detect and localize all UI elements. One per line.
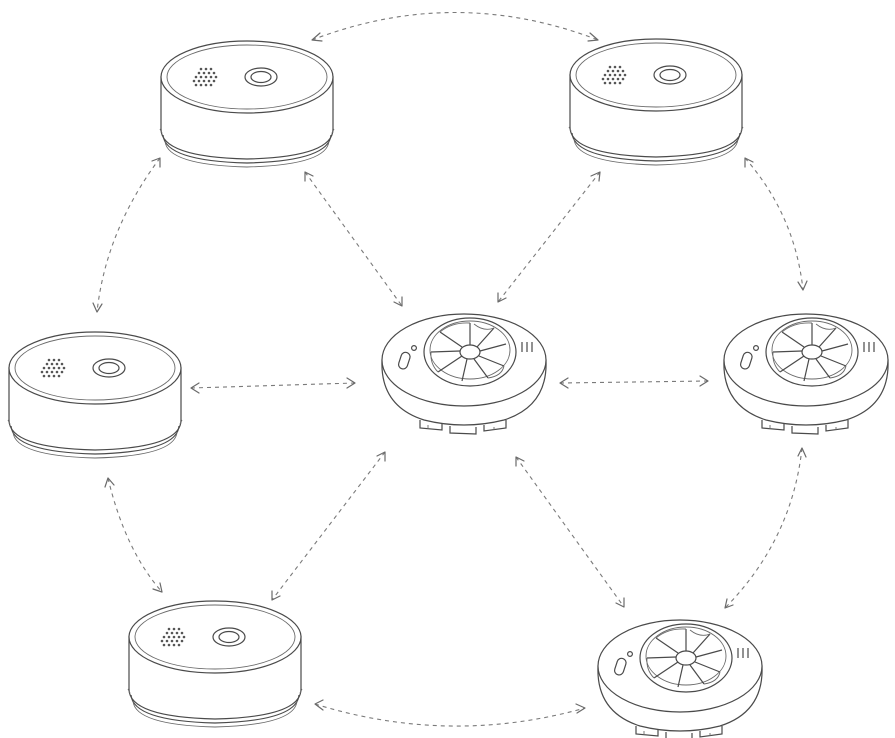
link-smoke-top-right-heat-center <box>497 171 601 303</box>
connection-links <box>92 11 808 727</box>
link-heat-mid-right-heat-bottom-right <box>724 447 807 609</box>
link-heat-center-heat-bottom-right <box>515 456 625 608</box>
heat-detector-icon <box>723 313 889 435</box>
smoke-detector-icon <box>568 38 744 166</box>
heat-detector-icon <box>597 619 763 738</box>
link-smoke-mid-left-heat-center <box>190 377 356 394</box>
smoke-detector-icon <box>159 40 335 168</box>
link-smoke-top-left-heat-center <box>304 171 403 307</box>
link-smoke-mid-left-smoke-bottom-left <box>104 477 163 593</box>
link-heat-center-heat-mid-right <box>559 375 709 389</box>
smoke-detector-icon <box>7 331 183 459</box>
link-smoke-top-left-smoke-top-right <box>311 11 599 42</box>
heat-detector-icon <box>381 313 547 435</box>
smoke-detector-icon <box>127 600 303 728</box>
link-heat-center-smoke-bottom-left <box>271 451 386 601</box>
link-smoke-bottom-left-heat-bottom-right <box>314 699 586 727</box>
link-smoke-top-left-smoke-mid-left <box>92 157 161 313</box>
link-smoke-top-right-heat-mid-right <box>744 157 808 291</box>
